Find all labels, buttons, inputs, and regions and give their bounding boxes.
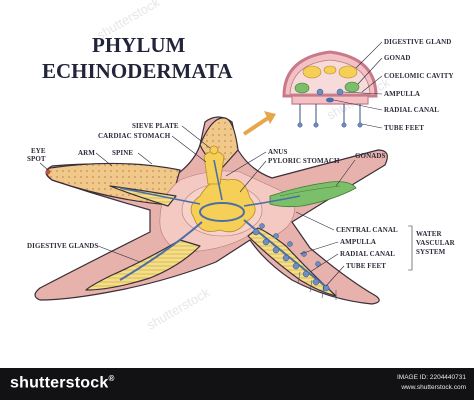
label-inset-radial-canal: RADIAL CANAL xyxy=(384,106,439,114)
starfish-body xyxy=(34,116,388,305)
footer-bar: shutterstock® IMAGE ID: 2204440731 www.s… xyxy=(0,368,474,400)
label-sieve-plate: SIEVE PLATE xyxy=(132,122,179,130)
radial-canal-east xyxy=(243,195,301,207)
stone-canal xyxy=(213,159,223,201)
label-arm: ARM xyxy=(78,149,95,157)
digestive-gland-upper xyxy=(109,185,177,207)
label-digestive-gland: DIGESTIVE GLAND xyxy=(384,38,451,46)
label-cardiac-stomach: CARDIAC STOMACH xyxy=(98,132,171,140)
footer-meta: IMAGE ID: 2204440731 www.shutterstock.co… xyxy=(397,373,466,393)
label-gonad: GONAD xyxy=(384,54,411,62)
footer-brand[interactable]: shutterstock® xyxy=(10,374,115,392)
eye-spot xyxy=(45,169,51,175)
label-coelomic-cavity: COELOMIC CAVITY xyxy=(384,72,454,80)
inset-tube-foot-tips xyxy=(297,122,363,128)
title-line2: ECHINODERMATA xyxy=(42,59,233,83)
inset-digestive-gland-center xyxy=(323,65,337,75)
label-digestive-glands: DIGESTIVE GLANDS xyxy=(27,242,98,250)
label-pyloric-stomach: PYLORIC STOMACH xyxy=(268,157,340,165)
inset-digestive-gland-right xyxy=(338,65,358,79)
radial-canal-right xyxy=(243,219,331,291)
label-central-canal: CENTRAL CANAL xyxy=(336,226,398,234)
main-label-group: EYE SPOT ARM SPINE SIEVE PLATE CARDIAC S… xyxy=(27,122,456,287)
inset-ampulla-right xyxy=(336,88,344,96)
label-ampulla: AMPULLA xyxy=(340,238,376,246)
title-line1: PHYLUM xyxy=(92,33,186,57)
ring-canal xyxy=(199,202,245,222)
gonads xyxy=(269,181,357,208)
tube-feet-right xyxy=(252,223,330,292)
label-anus: ANUS xyxy=(268,148,287,156)
title-block: PHYLUM ECHINODERMATA xyxy=(42,33,233,83)
inset-label-group: DIGESTIVE GLAND GONAD COELOMIC CAVITY AM… xyxy=(333,38,454,132)
watermark: shutterstock xyxy=(144,284,213,332)
label-water: WATER xyxy=(416,230,442,238)
image-id: IMAGE ID: 2204440731 xyxy=(396,374,466,381)
inset-gonad-left xyxy=(294,82,310,94)
inset-radial-canal xyxy=(326,97,334,103)
site-url[interactable]: www.shutterstock.com xyxy=(401,384,466,391)
inset-gonad-right xyxy=(344,81,360,93)
label-tube-feet: TUBE FEET xyxy=(346,262,386,270)
inset-digestive-gland-left xyxy=(302,65,322,79)
inset-tube-feet xyxy=(299,104,361,124)
label-radial-canal: RADIAL CANAL xyxy=(340,250,395,258)
gonad-detail xyxy=(279,185,341,197)
tube-feet-stalks xyxy=(297,271,337,300)
sieve-plate xyxy=(209,145,219,155)
label-system: SYSTEM xyxy=(416,248,446,256)
label-eye: EYE xyxy=(31,147,46,155)
brand-registered: ® xyxy=(108,374,115,383)
radial-canal-upper xyxy=(119,187,201,205)
radial-canal-left xyxy=(119,221,203,281)
label-spot: SPOT xyxy=(27,155,46,163)
water-vascular-bracket xyxy=(408,225,413,271)
water-vascular-system xyxy=(119,159,337,300)
cardiac-stomach xyxy=(203,150,225,185)
brand-name: shutterstock xyxy=(10,374,109,392)
arrow-to-inset xyxy=(242,116,270,136)
label-inset-tube-feet: TUBE FEET xyxy=(384,124,424,132)
label-gonads: GONADS xyxy=(355,152,386,160)
cross-section-inset xyxy=(282,50,378,128)
label-vascular: VASCULAR xyxy=(416,239,456,247)
arrow-head xyxy=(264,111,276,124)
label-inset-ampulla: AMPULLA xyxy=(384,90,420,98)
label-spine: SPINE xyxy=(112,149,133,157)
inset-ampulla-left xyxy=(316,88,324,96)
echinodermata-diagram: shutterstock shutterstock shutterstock P… xyxy=(27,0,456,333)
